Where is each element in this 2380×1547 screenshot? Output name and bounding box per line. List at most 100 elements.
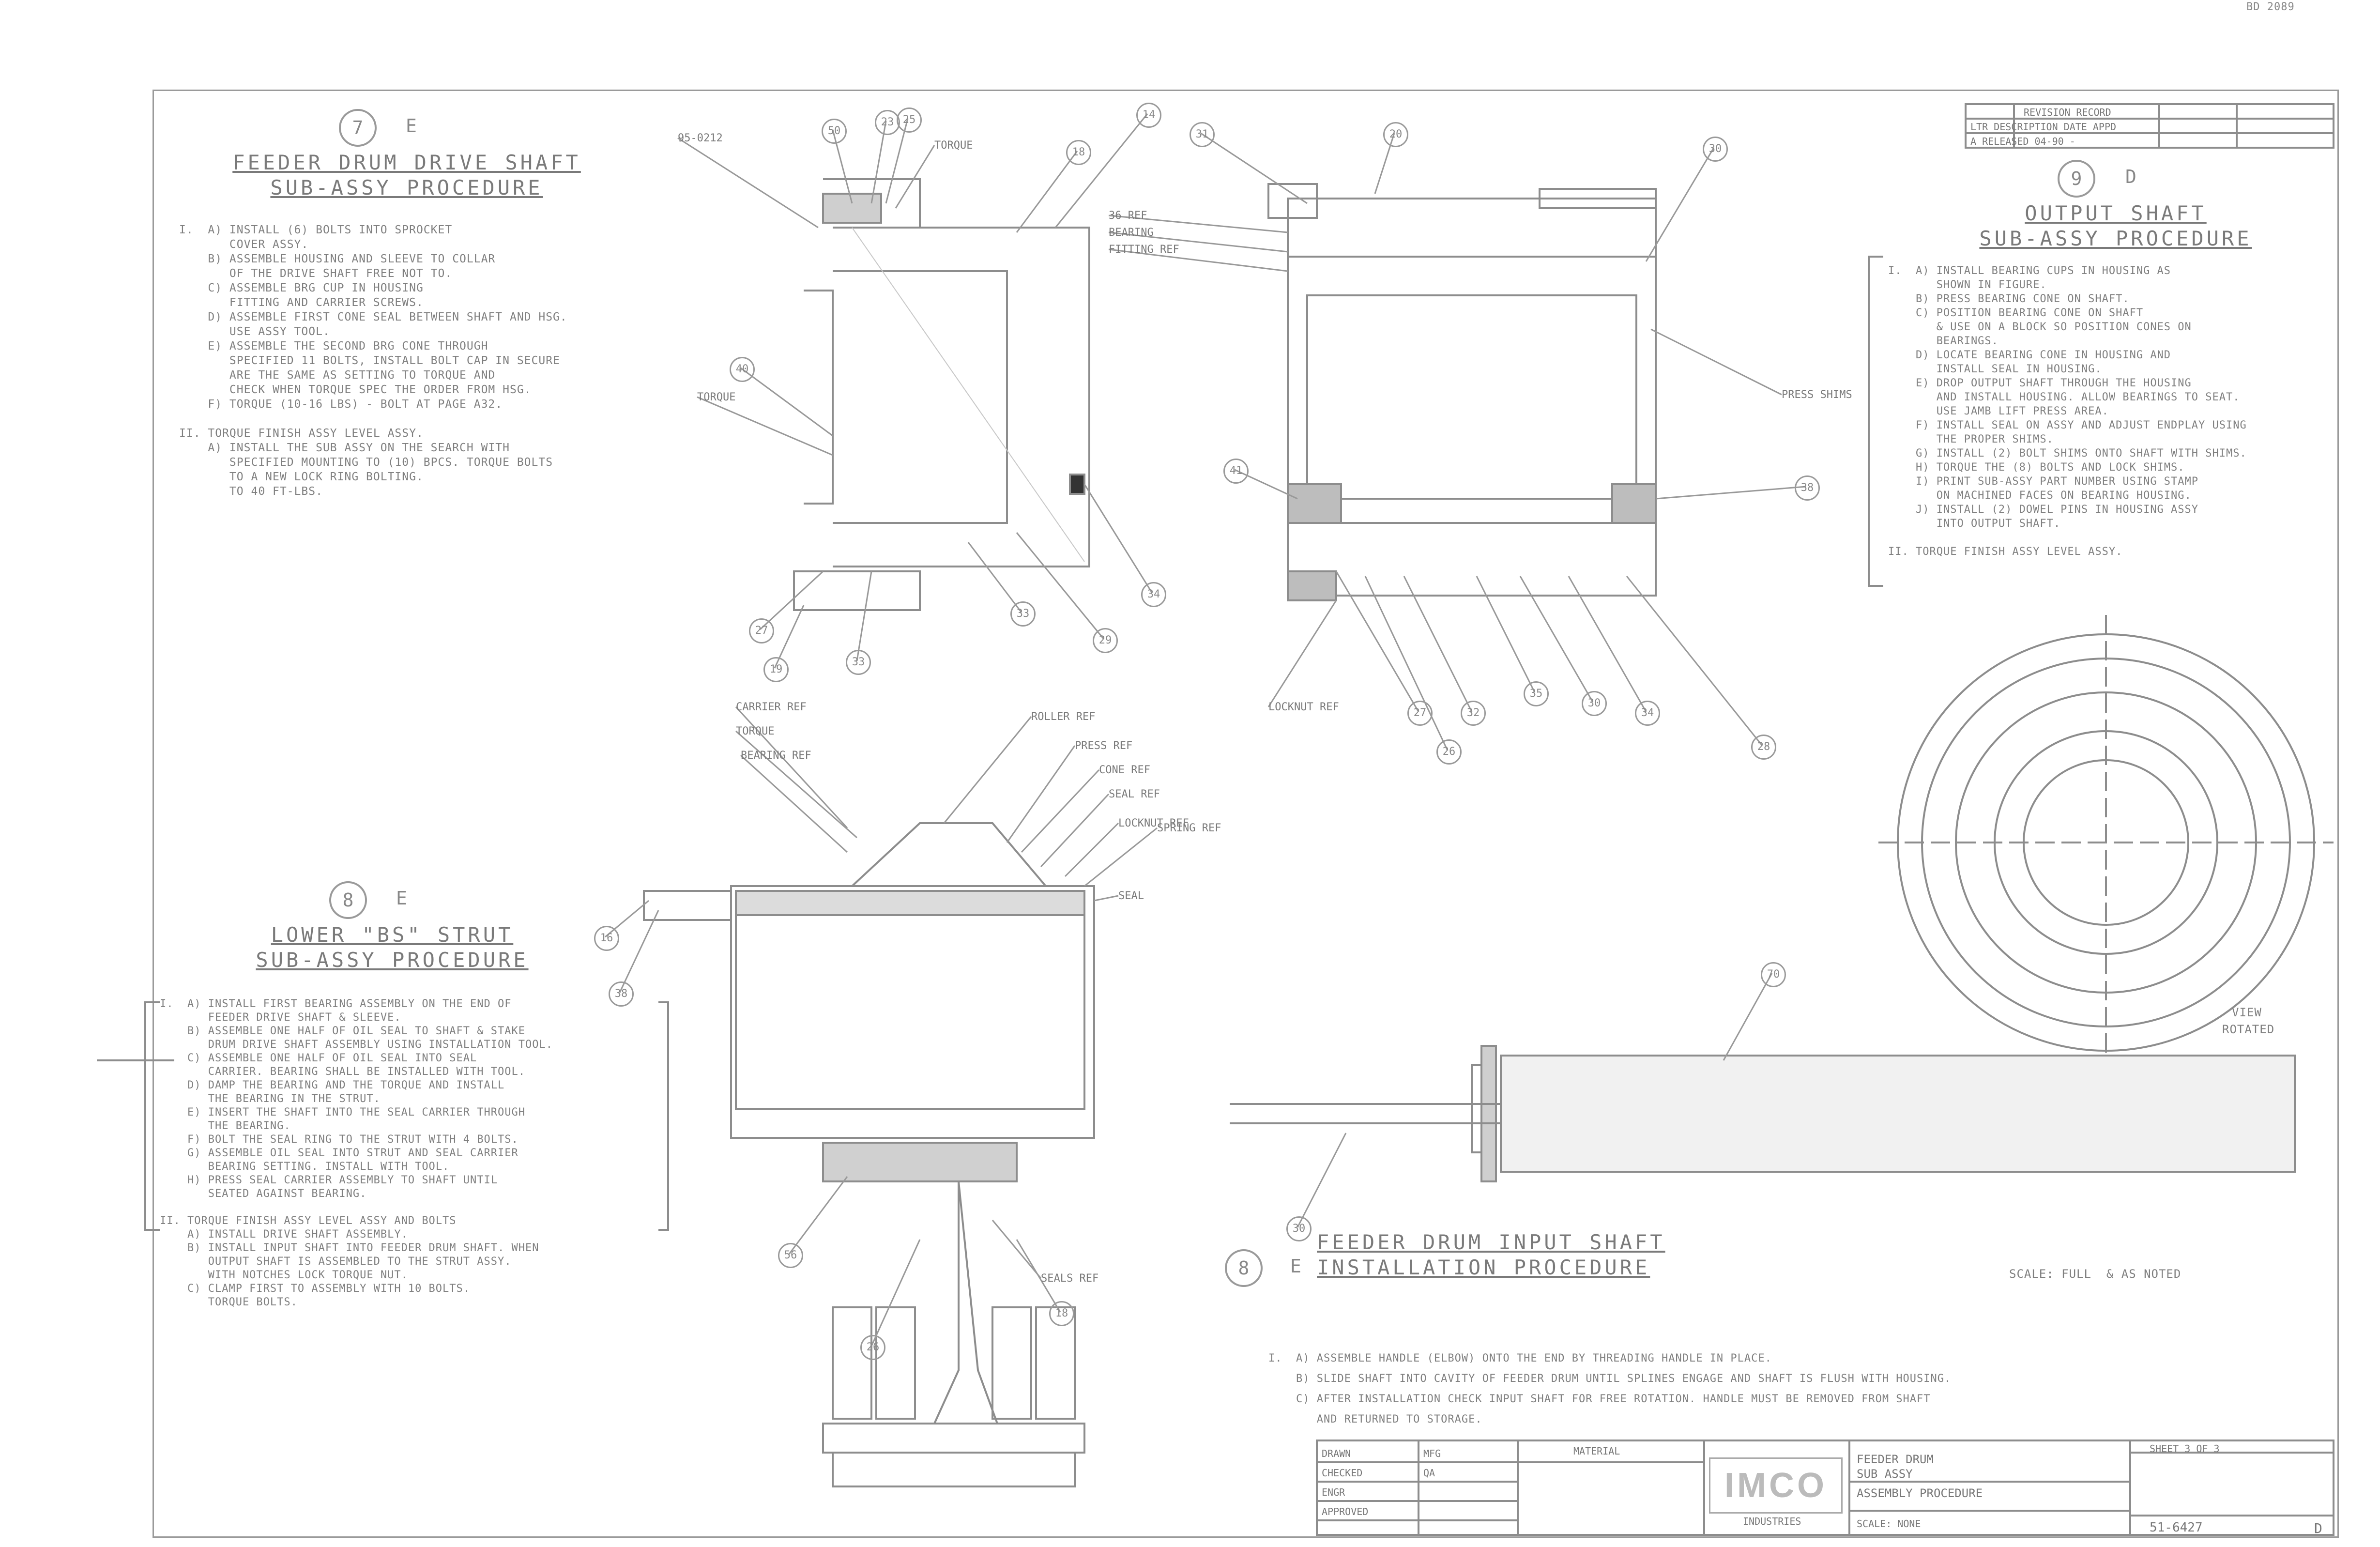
callout-strut-3: ROLLER REF (1031, 711, 1096, 723)
drawing-title-3: ASSEMBLY PROCEDURE (1857, 1486, 1983, 1500)
leader-line-output-3 (1108, 214, 1288, 233)
leader-line-strut-4 (1006, 745, 1076, 843)
callout-output-8: 38 (1795, 475, 1820, 501)
callout-strut-7: LOCKNUT REF (1118, 817, 1189, 829)
company-name: IMCO (1724, 1466, 1827, 1505)
revision-row-1: LTR DESCRIPTION DATE APPD (1970, 121, 2117, 133)
rev-label-1: CHECKED (1322, 1467, 1363, 1479)
callout-output-4: BEARING (1109, 227, 1154, 239)
leader-line-input-0 (1723, 973, 1773, 1061)
output-section-number: 9 (2058, 160, 2095, 198)
input-section-number: 8 (1225, 1249, 1263, 1287)
callout-strut-2: BEARING REF (741, 750, 811, 762)
callout-output-3: 36 REF (1109, 210, 1147, 222)
leader-line-output-2 (1645, 147, 1715, 262)
rev-label-5: QA (1423, 1467, 1435, 1479)
strut-notes: I. A) INSTALL FIRST BEARING ASSEMBLY ON … (160, 998, 553, 1308)
leader-line-feeder-6 (1054, 113, 1148, 228)
leader-line-output-0 (1200, 132, 1308, 204)
size-cell: D (2314, 1520, 2322, 1536)
leader-line-output-16 (1267, 600, 1337, 707)
callout-feeder-14: 19 (763, 657, 789, 682)
callout-output-0: 31 (1190, 122, 1215, 147)
rev-label-4: MFG (1423, 1448, 1441, 1459)
corner-code: BD 2089 (2246, 1, 2295, 13)
leader-line-feeder-8 (697, 396, 833, 456)
leader-line-output-10 (1364, 576, 1449, 751)
drawing-title-1: FEEDER DRUM (1857, 1453, 1934, 1466)
callout-feeder-1: 50 (822, 119, 847, 144)
view-label-2: ROTATED (2222, 1023, 2275, 1036)
leader-line-strut-12 (619, 910, 659, 993)
leader-line-input-1 (1297, 1133, 1347, 1228)
callout-feeder-2: 23 (875, 110, 900, 135)
leader-line-feeder-4 (895, 145, 935, 209)
callout-input-0: 70 (1761, 962, 1786, 987)
leader-line-feeder-10 (1083, 484, 1153, 594)
leader-line-strut-2 (740, 754, 848, 853)
strut-section-letter: E (396, 888, 407, 909)
strut-section-title-1: LOWER "BS" STRUT (271, 923, 514, 947)
callout-output-1: 20 (1383, 122, 1408, 147)
title-block-lines (1316, 103, 2334, 1536)
leader-line-strut-7 (1064, 822, 1119, 877)
strut-section-number: 8 (329, 881, 367, 919)
leader-line-strut-6 (1040, 793, 1110, 868)
callout-feeder-7: 40 (730, 357, 755, 382)
callout-strut-6: SEAL REF (1109, 788, 1160, 800)
revision-row-2: A RELEASED 04-90 - (1970, 136, 2075, 147)
callout-strut-8: SPRING REF (1157, 822, 1221, 834)
callout-strut-10: SEALS REF (1041, 1272, 1099, 1285)
leader-line-output-15 (1626, 576, 1763, 746)
materials-header: MATERIAL (1573, 1445, 1620, 1457)
callout-strut-9: SEAL (1118, 890, 1144, 902)
callout-output-5: FITTING REF (1109, 244, 1179, 256)
leader-line-strut-1 (735, 730, 857, 839)
leader-line-feeder-0 (677, 137, 819, 229)
callout-feeder-11: 33 (1010, 601, 1036, 627)
callout-feeder-12: 29 (1093, 628, 1118, 653)
output-shaft-section-view (1267, 183, 1657, 601)
leader-line-feeder-11 (967, 542, 1022, 613)
leader-line-output-11 (1403, 576, 1473, 712)
callout-strut-0: CARRIER REF (736, 701, 807, 713)
strut-section-title-2: SUB-ASSY PROCEDURE (256, 948, 529, 972)
callout-output-10: 26 (1436, 739, 1462, 765)
input-notes: I. A) ASSEMBLE HANDLE (ELBOW) ONTO THE E… (1268, 1352, 1952, 1425)
callout-strut-4: PRESS REF (1075, 740, 1133, 752)
rev-label-0: DRAWN (1322, 1448, 1351, 1459)
callout-feeder-15: 26 (860, 1335, 885, 1360)
leader-line-feeder-5 (1016, 151, 1078, 233)
callout-output-11: 32 (1461, 701, 1486, 726)
callout-feeder-3: 25 (897, 107, 922, 133)
rev-label-3: APPROVED (1322, 1506, 1369, 1517)
company-sub: INDUSTRIES (1743, 1516, 1801, 1527)
callout-output-14: 34 (1635, 701, 1660, 726)
callout-output-16: LOCKNUT REF (1268, 701, 1339, 713)
leader-line-strut-5 (1021, 769, 1100, 853)
callout-feeder-13: 33 (846, 650, 871, 675)
callout-output-15: 28 (1751, 735, 1776, 760)
drawing-sheet-border (153, 90, 2339, 1538)
scale-note: SCALE: FULL & AS NOTED (2009, 1267, 2182, 1281)
leader-line-feeder-13 (856, 571, 872, 661)
callout-input-1: 30 (1286, 1216, 1312, 1241)
callout-output-12: 35 (1524, 681, 1549, 706)
rotated-circular-view (1878, 615, 2334, 1070)
feeder-section-number: 7 (339, 109, 377, 147)
input-shaft-view (1230, 1045, 2296, 1182)
leader-line-strut-3 (943, 716, 1032, 824)
drawing-number: 51-6427 (2150, 1520, 2203, 1535)
company-logo: IMCO (1709, 1457, 1843, 1514)
callout-strut-13: 56 (778, 1243, 803, 1268)
callout-strut-1: TORQUE (736, 725, 775, 737)
leader-line-output-8 (1655, 486, 1806, 500)
leader-line-output-13 (1519, 576, 1594, 703)
feeder-section-title-1: FEEDER DRUM DRIVE SHAFT (232, 151, 581, 174)
callout-feeder-9: 27 (749, 618, 774, 643)
leader-line-strut-10 (992, 1220, 1042, 1279)
callout-feeder-5: 18 (1066, 140, 1091, 165)
callout-feeder-4: TORQUE (934, 139, 973, 152)
sheet-number: SHEET 3 OF 3 (2150, 1443, 2220, 1455)
